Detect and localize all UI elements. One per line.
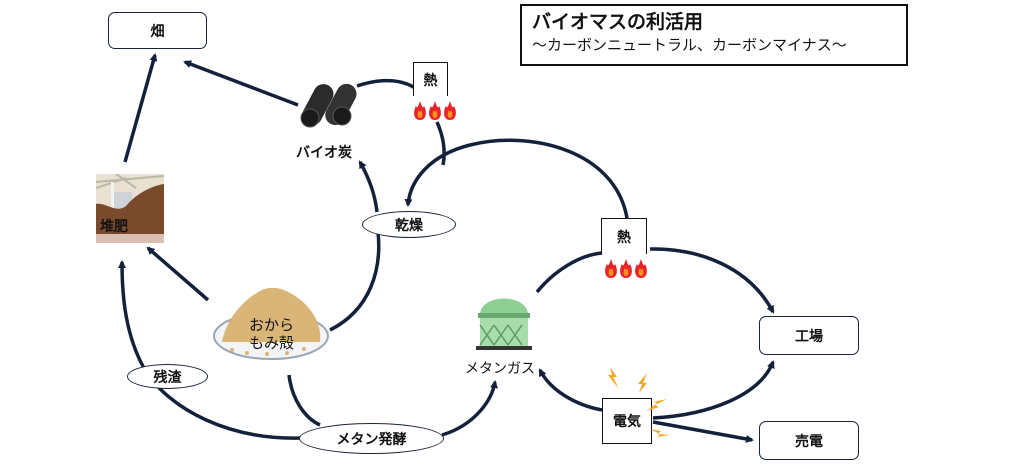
- charcoal-icon: [295, 78, 361, 130]
- node-residue[interactable]: 残渣: [127, 364, 208, 389]
- node-okara-label-1: おから: [249, 316, 295, 334]
- node-okara-label-2: もみ殻: [249, 334, 295, 352]
- compost-icon: [96, 174, 164, 243]
- arrow-okara-to-compost: [146, 246, 210, 302]
- node-methane-gas-label: メタンガス: [465, 361, 535, 377]
- node-field[interactable]: 畑: [108, 12, 207, 49]
- arrow-biochar-to-field: [183, 60, 299, 107]
- arrow-drying-to-biochar: [358, 160, 379, 213]
- title-subtitle: ～カーボンニュートラル、カーボンマイナス～: [532, 36, 847, 54]
- node-power-sale[interactable]: 売電: [759, 421, 859, 460]
- node-heat-top[interactable]: 熱: [412, 62, 460, 124]
- heat-mid-label: 熱: [617, 229, 631, 246]
- node-drying[interactable]: 乾燥: [362, 211, 456, 238]
- heat-mid-box: 熱: [601, 218, 647, 254]
- node-compost-label: 堆肥: [100, 219, 128, 235]
- title-main: バイオマスの利活用: [532, 11, 704, 33]
- arrow-okara-to-drying: [329, 231, 381, 332]
- arrow-heat-to-drying: [435, 121, 446, 166]
- arrow-electricity-to-gas: [538, 368, 603, 412]
- node-methane-fermentation[interactable]: メタン発酵: [299, 423, 444, 454]
- arrow-heat-mid-to-drying: [404, 138, 629, 219]
- node-power-sale-label: 売電: [795, 433, 823, 450]
- title-box: バイオマスの利活用 ～カーボンニュートラル、カーボンマイナス～: [520, 4, 908, 66]
- node-residue-label: 残渣: [153, 369, 182, 386]
- node-compost[interactable]: 堆肥: [96, 174, 164, 243]
- node-methane-fermentation-label: メタン発酵: [336, 431, 407, 448]
- node-electricity-label: 電気: [613, 414, 641, 430]
- node-factory[interactable]: 工場: [759, 316, 859, 355]
- node-field-label: 畑: [150, 23, 165, 40]
- arrow-gas-to-heat: [535, 251, 603, 294]
- node-factory-label: 工場: [795, 328, 823, 345]
- okara-pile-icon: [213, 287, 329, 360]
- heat-top-box: 熱: [413, 62, 448, 96]
- gas-tank-icon: [474, 285, 534, 353]
- lightning-bolts-icon: [608, 367, 670, 437]
- arrow-electricity-to-factory: [652, 360, 775, 420]
- arrow-electricity-to-sale: [652, 420, 754, 443]
- node-biochar-label: バイオ炭: [296, 145, 352, 161]
- arrow-okara-to-fermentation: [287, 374, 321, 427]
- flames-icon: [414, 101, 456, 120]
- arrow-heat-to-factory: [649, 247, 775, 314]
- node-okara[interactable]: おから もみ殻: [212, 280, 330, 362]
- flames-icon: [605, 259, 647, 278]
- arrow-compost-to-field: [123, 53, 158, 163]
- arrow-biochar-to-heat: [356, 78, 422, 94]
- heat-top-label: 熱: [423, 72, 438, 89]
- node-electricity[interactable]: 電気: [602, 398, 652, 444]
- arrow-fermentation-to-gas: [441, 380, 498, 437]
- node-drying-label: 乾燥: [395, 217, 423, 234]
- node-heat-mid[interactable]: 熱: [601, 218, 651, 282]
